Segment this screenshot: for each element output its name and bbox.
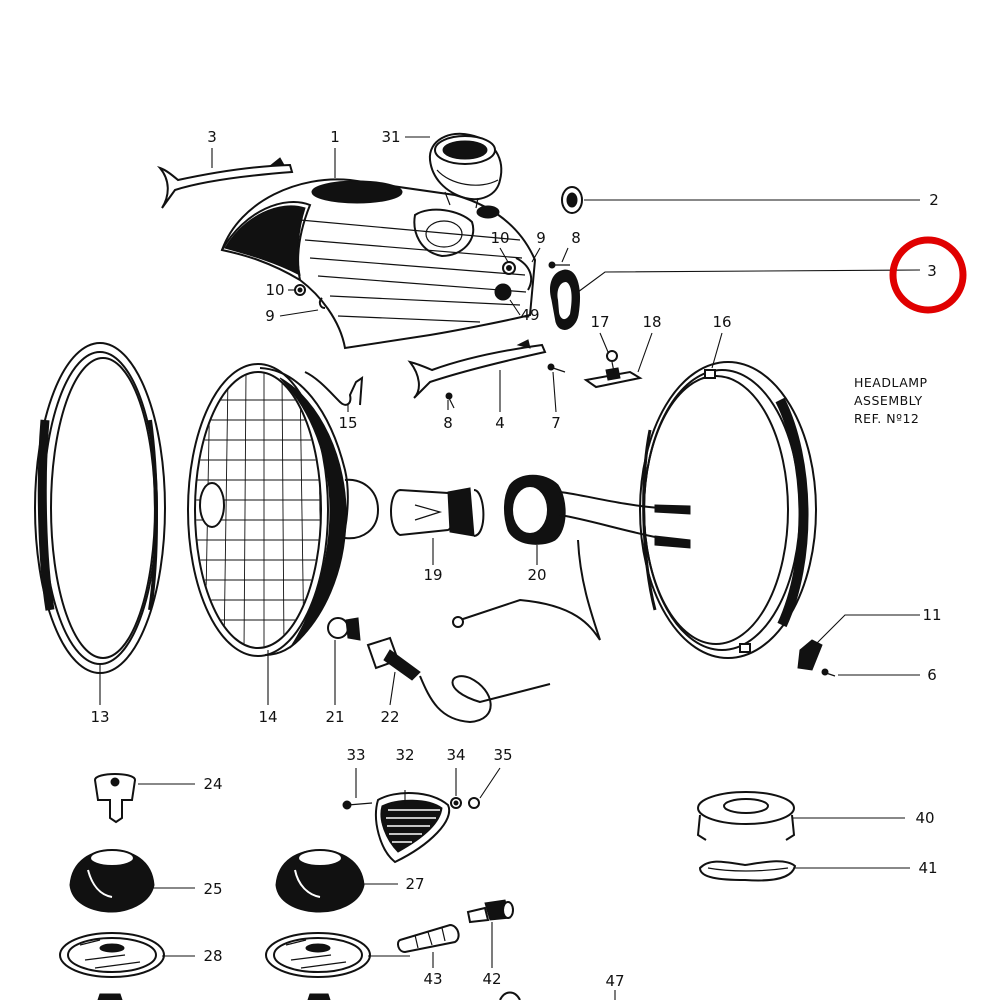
label-21: 21 bbox=[325, 708, 344, 726]
label-32: 32 bbox=[395, 746, 414, 764]
leader-lines bbox=[99, 136, 921, 1000]
label-34: 34 bbox=[446, 746, 465, 764]
label-33: 33 bbox=[346, 746, 365, 764]
label-8: 8 bbox=[443, 414, 453, 432]
label-42: 42 bbox=[482, 970, 501, 988]
label-18: 18 bbox=[642, 313, 661, 331]
label-28: 28 bbox=[203, 947, 222, 965]
horn-trim-upper bbox=[156, 157, 294, 209]
label-17: 17 bbox=[590, 313, 609, 331]
label-22: 22 bbox=[380, 708, 399, 726]
label-41: 41 bbox=[918, 859, 937, 877]
label-1: 1 bbox=[330, 128, 340, 146]
switch-cover-27 bbox=[275, 849, 365, 913]
label-15: 15 bbox=[338, 414, 357, 432]
label-25: 25 bbox=[203, 880, 222, 898]
label-13: 13 bbox=[90, 708, 109, 726]
label-6: 6 bbox=[927, 666, 937, 684]
dust-ring-28b bbox=[265, 932, 371, 978]
pilot-bulb-holder bbox=[366, 636, 551, 724]
horn-trim-lower bbox=[407, 339, 547, 399]
part-labels: 3 1 31 2 10 9 8 10 9 49 17 18 16 15 8 4 … bbox=[90, 128, 941, 990]
horn-grille-icon bbox=[374, 792, 451, 864]
label-49: 49 bbox=[520, 306, 539, 324]
label-3: 3 bbox=[927, 262, 937, 280]
ignition-key-icon bbox=[93, 773, 137, 824]
label-9-upper: 9 bbox=[536, 229, 546, 247]
title-line-3: REF. Nº12 bbox=[854, 411, 919, 426]
headlamp-shell bbox=[220, 178, 537, 350]
headlamp-rim-front bbox=[34, 342, 166, 674]
grommet-3 bbox=[550, 269, 580, 330]
screws-33-34-35 bbox=[342, 797, 480, 810]
label-16: 16 bbox=[712, 313, 731, 331]
reflector-lens bbox=[187, 363, 380, 657]
highlight-label-3: 3 bbox=[889, 236, 967, 314]
label-19: 19 bbox=[423, 566, 442, 584]
label-47: 47 bbox=[605, 972, 624, 990]
label-10-upper: 10 bbox=[490, 229, 509, 247]
label-8-upper: 8 bbox=[571, 229, 581, 247]
highlight-circle bbox=[889, 236, 967, 314]
label-11: 11 bbox=[922, 606, 941, 624]
ring-41 bbox=[698, 860, 797, 882]
fittings-small bbox=[294, 257, 570, 409]
label-31: 31 bbox=[381, 128, 400, 146]
speedometer-icon bbox=[428, 132, 503, 209]
label-2: 2 bbox=[929, 191, 939, 209]
grommet-2 bbox=[561, 186, 583, 214]
label-35: 35 bbox=[493, 746, 512, 764]
sleeve-43 bbox=[396, 923, 460, 954]
bracket-17-18 bbox=[583, 350, 643, 389]
pilot-bulb bbox=[327, 617, 361, 641]
label-20: 20 bbox=[527, 566, 546, 584]
label-9: 9 bbox=[265, 307, 275, 325]
label-10: 10 bbox=[265, 281, 284, 299]
bulb bbox=[390, 487, 485, 537]
bracket-40 bbox=[696, 791, 796, 841]
label-24: 24 bbox=[203, 775, 222, 793]
label-43: 43 bbox=[423, 970, 442, 988]
label-40: 40 bbox=[915, 809, 934, 827]
title-line-1: HEADLAMP bbox=[854, 375, 928, 390]
label-4: 4 bbox=[495, 414, 505, 432]
switch-cover-25 bbox=[69, 849, 155, 913]
partial-parts-bottom bbox=[97, 991, 521, 1000]
headlamp-rim-rear bbox=[639, 361, 817, 659]
dust-ring-28 bbox=[59, 932, 165, 978]
clip-15 bbox=[304, 371, 364, 406]
bulb-holder bbox=[452, 474, 691, 641]
title-line-2: ASSEMBLY bbox=[854, 393, 923, 408]
connector-42 bbox=[466, 899, 514, 924]
fitting-11-6 bbox=[797, 639, 836, 677]
label-27: 27 bbox=[405, 875, 424, 893]
diagram-title: HEADLAMP ASSEMBLY REF. Nº12 bbox=[854, 375, 928, 426]
label-5: 3 bbox=[207, 128, 217, 146]
label-7: 7 bbox=[551, 414, 561, 432]
label-14: 14 bbox=[258, 708, 277, 726]
